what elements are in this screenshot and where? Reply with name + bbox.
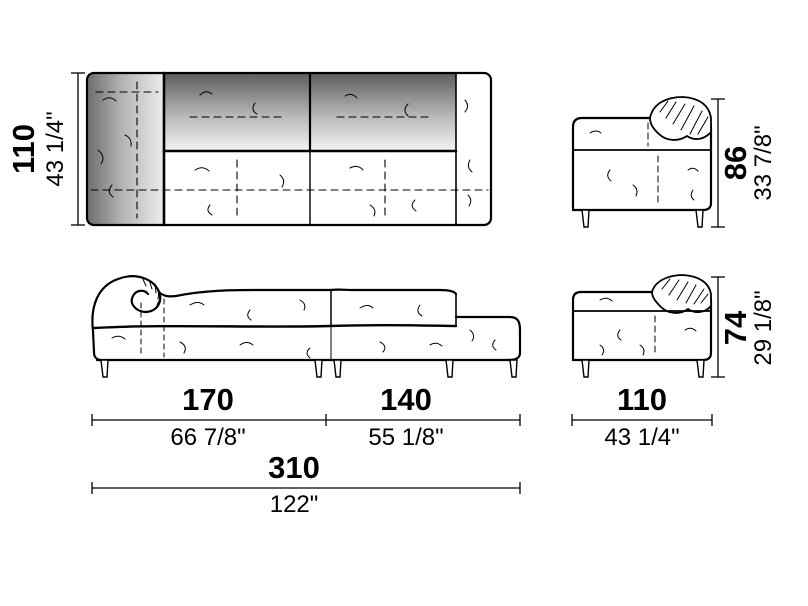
front-wrinkle-marks: [111, 299, 497, 359]
front-view-drawing: [91, 275, 522, 378]
front-right-module-in-label: 55 1/8": [368, 424, 443, 451]
front-headrest-curl: [91, 275, 162, 333]
front-armrest-outline: [454, 315, 522, 362]
dim-line-back-height: [711, 98, 725, 228]
plan-depth-in-label: 43 1/4": [42, 111, 69, 186]
front-total-in-label: 122": [270, 491, 319, 518]
side-view-roll-hatching: [661, 278, 709, 305]
back-view-dashed-lines: [647, 122, 659, 205]
back-view-roll-hatching: [659, 100, 709, 135]
front-dashed-lines: [140, 298, 165, 358]
front-left-module-in-label: 66 7/8": [170, 424, 245, 451]
front-backrest-top-edge: [157, 288, 458, 298]
side-view-drawing: [571, 274, 713, 378]
back-view-legs: [581, 209, 704, 228]
plan-depth-cm-label: 110: [6, 124, 41, 174]
back-view-drawing: [571, 96, 713, 228]
dimension-lines: [71, 72, 725, 494]
front-total-cm-label: 310: [268, 450, 320, 485]
side-depth-in-label: 43 1/4": [604, 424, 679, 451]
back-height-in-label: 33 7/8": [750, 125, 777, 200]
back-view-wrinkle-marks: [589, 130, 699, 201]
plan-stitch-dashed-lines: [90, 81, 489, 219]
dimension-labels: 110 43 1/4" 86 33 7/8" 74 29 1/8" 170 66…: [6, 111, 777, 518]
side-view-wrinkle-marks: [599, 297, 697, 356]
plan-view-drawing: [85, 71, 493, 227]
dim-line-front-total: [91, 482, 521, 494]
plan-seam-lines: [162, 71, 458, 227]
side-height-cm-label: 74: [718, 310, 753, 345]
back-height-cm-label: 86: [718, 146, 753, 180]
dim-line-front-modules: [91, 414, 521, 426]
dim-line-plan-depth: [71, 72, 85, 226]
side-view-roll-cushion: [651, 274, 712, 314]
dim-line-side-depth: [571, 414, 713, 426]
plan-outline: [85, 71, 493, 227]
side-depth-cm-label: 110: [617, 382, 667, 417]
plan-chaise-shading: [88, 74, 164, 224]
front-legs: [100, 359, 518, 378]
back-view-roll-cushion: [649, 96, 712, 141]
side-height-in-label: 29 1/8": [750, 290, 777, 365]
plan-wrinkle-marks: [97, 91, 473, 217]
side-view-legs: [581, 359, 705, 378]
front-right-module-cm-label: 140: [380, 382, 432, 417]
front-seat-seam: [92, 323, 458, 330]
dim-line-side-height: [711, 276, 725, 378]
front-left-module-cm-label: 170: [182, 382, 234, 417]
front-left-edge: [91, 329, 102, 362]
